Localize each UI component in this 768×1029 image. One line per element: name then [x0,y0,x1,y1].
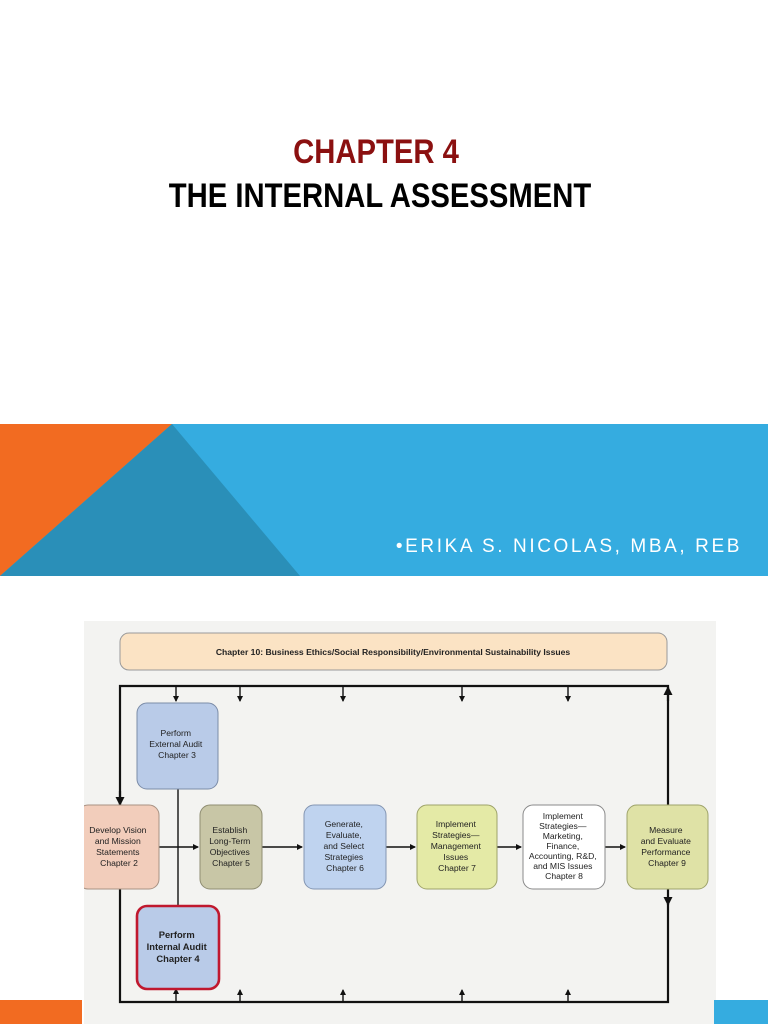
internal-audit-label: Perform Internal Audit Chapter 4 [147,929,210,964]
objectives-label: Establish Long-Term Objectives Chapter 5 [209,825,252,868]
objectives-box [199,804,263,890]
feedback-loop-top [118,684,670,845]
implement-management-label: Implement Strategies— Management Issues … [431,819,484,873]
slide-title-block: CHAPTER 4 THE INTERNAL ASSESSMENT [0,130,768,218]
implement-management-box [416,804,498,890]
ethics-bar [119,632,668,671]
decorative-banner [0,424,768,576]
feedback-loop-bottom [118,874,670,1004]
implement-functional-label: Implement Strategies— Marketing, Finance… [529,811,599,881]
author-line: •ERIKA S. NICOLAS, MBA, REB [395,536,742,557]
slide-title: THE INTERNAL ASSESSMENT [168,177,592,215]
measure-box [626,804,709,890]
ethics-bar-label: Chapter 10: Business Ethics/Social Respo… [216,647,571,657]
strategies-label: Generate, Evaluate, and Select Strategie… [323,819,366,873]
corner-orange-accent [0,1000,82,1024]
banner-teal-triangle [0,424,300,576]
external-audit-label: Perform External Audit Chapter 3 [149,728,204,760]
flow-diagram: Chapter 10: Business Ethics/Social Respo… [77,632,709,1004]
chapter-heading: CHAPTER 4 [293,133,459,171]
corner-blue-accent [714,1000,768,1024]
banner-shapes [0,424,768,576]
measure-label: Measure and Evaluate Performance Chapter… [641,825,694,868]
internal-audit-box [135,904,221,991]
vision-label: Develop Vision and Mission Statements Ch… [89,825,149,868]
strategic-management-model: Chapter 10: Business Ethics/Social Respo… [77,621,716,1024]
external-audit-box [136,702,219,790]
implement-functional-box [522,804,606,890]
strategies-box [303,804,387,890]
